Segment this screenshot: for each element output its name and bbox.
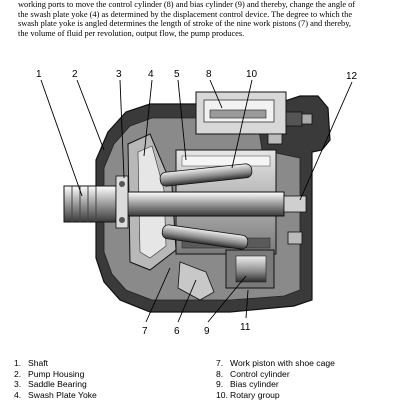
control-cylinder	[195, 91, 313, 135]
callout-label: 7	[142, 326, 148, 337]
legend-item: 2.Pump Housing	[14, 368, 85, 379]
callout-label: 3	[116, 69, 122, 80]
callout-label: 11	[240, 322, 251, 333]
intro-paragraph: working ports to move the control cylind…	[18, 0, 390, 38]
port-fittings	[267, 133, 303, 245]
legend-item: 7.Work piston with shoe cage	[216, 358, 335, 368]
shaft	[63, 185, 307, 223]
legend-item: 8.Control cylinder	[216, 368, 290, 379]
parts-legend-right: 7.Work piston with shoe cage 8.Control c…	[216, 358, 335, 400]
saddle-bearing	[115, 175, 129, 229]
legend-item: 1.Shaft	[14, 358, 49, 368]
callout-label: 10	[246, 69, 258, 80]
intro-line: working ports to move the control cylind…	[18, 0, 356, 9]
leader-lines	[40, 79, 353, 323]
intro-line: the swash plate yoke (4) as determined b…	[18, 9, 353, 19]
callout-label: 9	[204, 326, 210, 337]
bias-cylinder	[177, 249, 275, 301]
legend-item: 4.Swash Plate Yoke	[14, 389, 97, 400]
callout-label: 8	[206, 69, 212, 80]
legend-item: 3.Saddle Bearing	[14, 379, 87, 390]
callout-label: 1	[36, 69, 42, 80]
callout-label: 6	[174, 326, 180, 337]
intro-line: swash plate yoke is angled determines th…	[18, 19, 351, 29]
callout-label: 5	[174, 69, 180, 80]
parts-legend-left: 1.Shaft 2.Pump Housing 3.Saddle Bearing …	[14, 358, 97, 400]
legend-item: 10.Rotary group	[216, 389, 280, 400]
work-pistons	[159, 163, 253, 250]
intro-line: the volume of fluid per revolution, outp…	[18, 28, 245, 38]
callout-label: 2	[72, 69, 78, 80]
legend-item: 9.Bias cylinder	[216, 379, 279, 390]
pump-cross-section-diagram: 1 2 3 4 5 8 10 12 7 6 9 11	[36, 69, 358, 337]
callout-label: 4	[148, 69, 154, 80]
callout-label: 12	[346, 71, 358, 82]
callout-labels: 1 2 3 4 5 8 10 12 7 6 9 11	[36, 69, 358, 337]
